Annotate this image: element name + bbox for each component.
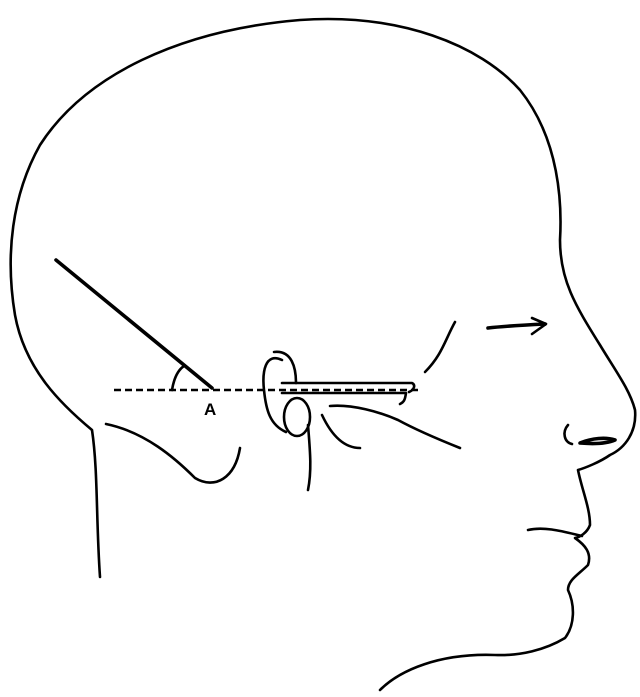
lips-line — [528, 529, 582, 536]
jaw-line — [330, 406, 460, 448]
head-outline — [11, 19, 636, 690]
angle-arc — [172, 366, 184, 390]
reference-line — [56, 260, 212, 388]
angle-label: A — [204, 400, 216, 419]
ear-lobe — [284, 398, 310, 436]
nostril-wing — [580, 438, 615, 443]
occipital-curve — [106, 424, 240, 483]
ear-outer — [274, 352, 296, 383]
ear-helix — [263, 358, 286, 432]
lower-jaw-curve — [322, 415, 360, 448]
cheekbone-contour — [425, 322, 455, 372]
closed-eye — [488, 324, 545, 328]
nostril — [565, 425, 572, 444]
neck-line — [308, 425, 310, 490]
